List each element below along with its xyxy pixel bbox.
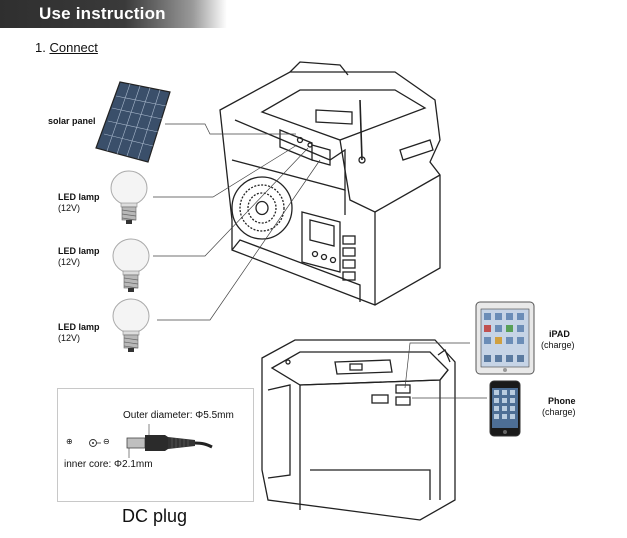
led-lamp-1-illustration: [110, 170, 148, 224]
outer-diameter-label: Outer diameter: Φ5.5mm: [123, 410, 234, 421]
leader-lines: [153, 123, 487, 399]
solar-panel-illustration: [95, 81, 171, 163]
led-lamp-3-illustration: [112, 298, 150, 352]
led-lamp-1-label: LED lamp: [58, 192, 100, 202]
led-lamp-1-voltage: (12V): [58, 203, 81, 213]
generator-front-illustration: [219, 61, 441, 306]
led-lamp-3-label: LED lamp: [58, 322, 100, 332]
section-heading: 1. Connect: [35, 40, 98, 55]
generator-back-illustration: [261, 339, 456, 521]
header-title: Use instruction: [39, 4, 166, 23]
ipad-illustration: [475, 301, 535, 375]
phone-sub-label: (charge): [542, 407, 576, 417]
section-title: Connect: [49, 40, 98, 55]
ipad-label: iPAD: [549, 329, 570, 339]
phone-illustration: [489, 380, 521, 437]
ipad-sub-label: (charge): [541, 340, 575, 350]
header-banner: Use instruction: [0, 0, 227, 28]
led-lamp-2-label: LED lamp: [58, 246, 100, 256]
section-number: 1.: [35, 40, 46, 55]
solar-panel-label: solar panel: [48, 116, 96, 126]
led-lamp-2-illustration: [112, 238, 150, 292]
led-lamp-2-voltage: (12V): [58, 257, 81, 267]
polarity-plus-symbol: ⊕: [66, 437, 73, 446]
polarity-minus-symbol: ⊖: [103, 437, 110, 446]
led-lamp-3-voltage: (12V): [58, 333, 81, 343]
phone-label: Phone: [548, 396, 576, 406]
inner-core-label: inner core: Φ2.1mm: [64, 459, 153, 470]
dc-plug-illustration: [89, 424, 213, 458]
dc-plug-box: [57, 388, 254, 502]
dc-plug-title: DC plug: [122, 506, 188, 526]
